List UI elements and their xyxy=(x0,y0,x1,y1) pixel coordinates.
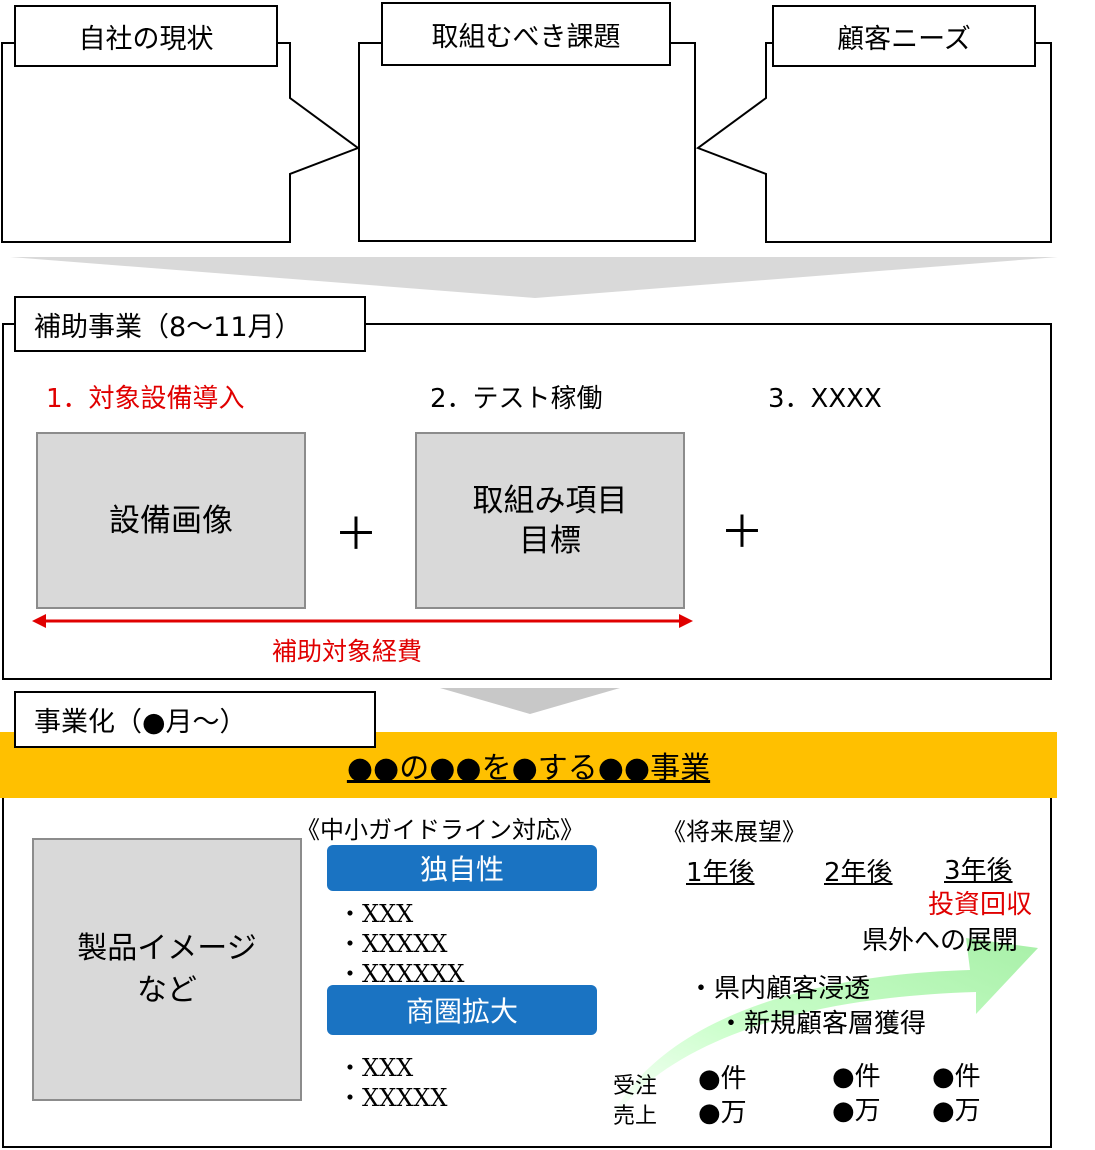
flow-down-chevron-2 xyxy=(440,688,620,714)
sales-year-1: ●万 xyxy=(698,1098,747,1128)
covered-cost-arrow xyxy=(32,614,693,628)
year-2-label: 2年後 xyxy=(824,858,893,888)
challenges-label: 取組むべき課題 xyxy=(381,2,671,66)
prefecture-penetration-label: ・県内顧客浸透 xyxy=(688,974,871,1004)
business-banner-text: ●●の●●を●する●●事業 xyxy=(346,751,711,786)
expansion-item-1: ・XXX xyxy=(338,1054,414,1082)
originality-label: 独自性 xyxy=(419,853,504,886)
originality-item-2: ・XXXXX xyxy=(338,930,448,958)
goals-box-line1: 取組み項目 xyxy=(472,482,628,519)
customer-needs-arrow-shape xyxy=(695,42,1052,243)
goals-box-line2: 目標 xyxy=(519,522,581,559)
step-3-label: 3．XXXX xyxy=(768,384,882,414)
sales-label: 売上 xyxy=(613,1104,658,1129)
product-image-box: 製品イメージ など xyxy=(32,838,302,1101)
new-segment-label: ・新規顧客層獲得 xyxy=(718,1009,927,1039)
step-1-label: 1．対象設備導入 xyxy=(46,384,245,414)
sales-year-3: ●万 xyxy=(932,1096,981,1126)
current-status-arrow-shape xyxy=(1,42,361,243)
product-image-line1: 製品イメージ xyxy=(77,930,257,966)
subsidy-title: 補助事業（8～11月） xyxy=(14,296,366,352)
orders-year-3: ●件 xyxy=(932,1062,981,1092)
flow-down-chevron xyxy=(10,257,1058,298)
commercialization-title: 事業化（●月～） xyxy=(14,691,376,748)
orders-label: 受注 xyxy=(613,1074,658,1099)
market-expansion-pill: 商圏拡大 xyxy=(327,985,597,1035)
expansion-item-2: ・XXXXX xyxy=(338,1084,448,1112)
product-image-line2: など xyxy=(137,972,197,1008)
step-2-label: 2．テスト稼働 xyxy=(430,384,603,414)
outlook-heading: 《将来展望》 xyxy=(662,818,806,846)
plus-sign-1: ＋ xyxy=(334,509,378,560)
originality-item-1: ・XXX xyxy=(338,900,414,928)
covered-cost-label: 補助対象経費 xyxy=(272,637,423,666)
equipment-image-box: 設備画像 xyxy=(36,432,306,609)
orders-year-1: ●件 xyxy=(698,1064,747,1094)
plus-sign-2: ＋ xyxy=(720,507,764,558)
challenges-box xyxy=(358,42,696,242)
sales-year-2: ●万 xyxy=(832,1096,881,1126)
originality-item-3: ・XXXXXX xyxy=(338,960,465,988)
goals-box: 取組み項目 目標 xyxy=(415,432,685,609)
customer-needs-label: 顧客ニーズ xyxy=(772,5,1036,67)
originality-pill: 独自性 xyxy=(327,845,597,891)
current-status-label: 自社の現状 xyxy=(14,5,278,67)
year-3-label: 3年後 xyxy=(944,856,1013,886)
orders-year-2: ●件 xyxy=(832,1062,881,1092)
out-of-prefecture-label: 県外への展開 xyxy=(862,926,1019,956)
growth-arrow xyxy=(608,938,1038,1125)
market-expansion-label: 商圏拡大 xyxy=(405,995,518,1028)
year-1-label: 1年後 xyxy=(686,858,755,888)
investment-recovery-label: 投資回収 xyxy=(928,890,1033,920)
guideline-heading: 《中小ガイドライン対応》 xyxy=(296,816,584,844)
equipment-image-label: 設備画像 xyxy=(109,502,233,539)
top-section-shapes xyxy=(1,42,1058,298)
